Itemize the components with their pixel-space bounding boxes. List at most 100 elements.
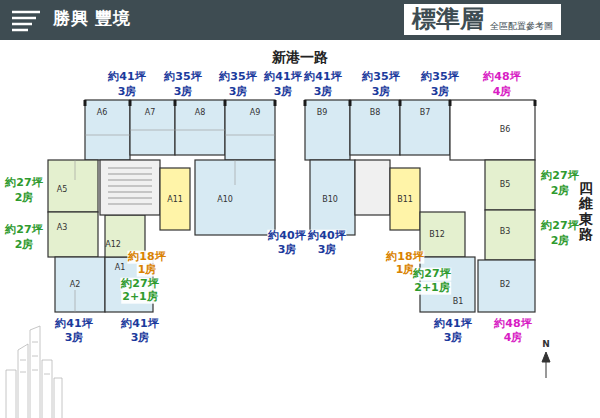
- unit-code: B9: [317, 108, 328, 117]
- unit-room: [225, 100, 275, 160]
- unit-room: [175, 100, 225, 155]
- unit-code: A12: [105, 240, 121, 249]
- north-arrow: [542, 352, 550, 378]
- unit-area-label: 約41坪: [121, 318, 158, 331]
- logo-stroke: [12, 29, 28, 32]
- unit-code: A7: [145, 108, 156, 117]
- unit-area-label: 約41坪: [108, 71, 145, 84]
- unit-area-label: 約41坪: [55, 318, 92, 331]
- unit-room: [390, 168, 420, 230]
- unit-area-label: 2房: [551, 185, 570, 198]
- unit-room: [85, 100, 130, 160]
- unit-area-label: 約35坪: [421, 71, 458, 84]
- unit-area-label: 約41坪: [304, 71, 341, 84]
- building-outline: [6, 326, 62, 418]
- unit-code: A2: [70, 280, 81, 289]
- logo-icon: [12, 12, 40, 30]
- column: [305, 100, 535, 106]
- columns: [85, 100, 535, 106]
- unit-area-label: 2+1房: [413, 282, 451, 295]
- unit-area-label: 3房: [118, 86, 137, 99]
- unit-room: [478, 260, 535, 312]
- unit-room: [130, 100, 175, 155]
- unit-room: [48, 212, 98, 257]
- unit-area-label: 2房: [15, 192, 34, 205]
- unit-area-label: 3房: [274, 86, 293, 99]
- unit-code: A3: [57, 223, 68, 232]
- unit-room: [55, 257, 105, 312]
- unit-code: A5: [57, 185, 68, 194]
- wall: [85, 130, 275, 135]
- logo-stroke: [12, 23, 32, 26]
- unit-area-label: 3房: [431, 86, 450, 99]
- road-name: 四維東路: [579, 181, 593, 243]
- core: [355, 160, 390, 215]
- unit-area-label: 約18坪: [127, 251, 166, 264]
- unit-area-label: 約35坪: [219, 71, 256, 84]
- unit-code: A1: [115, 263, 126, 272]
- unit-area-label: 約27坪: [5, 177, 42, 190]
- unit-area-label: 3房: [277, 244, 298, 257]
- unit-code: B7: [420, 108, 431, 117]
- unit-code: B6: [500, 125, 511, 134]
- unit-room: [160, 168, 190, 230]
- unit-area-label: 約27坪: [120, 278, 159, 291]
- unit-area-label: 3房: [131, 332, 150, 345]
- logo-stroke: [12, 17, 36, 20]
- unit-area-label: 約35坪: [362, 71, 399, 84]
- unit-area-label: 3房: [314, 86, 333, 99]
- unit-room: [450, 100, 535, 160]
- unit-code: B2: [500, 280, 511, 289]
- road-name: 新港一路: [272, 49, 328, 65]
- logo-stroke: [12, 11, 40, 14]
- unit-area-label: 2+1房: [121, 291, 159, 304]
- unit-code: B5: [500, 180, 511, 189]
- unit-code: A9: [250, 108, 261, 117]
- unit-code: B11: [397, 195, 413, 204]
- unit-area-label: 約41坪: [264, 71, 301, 84]
- unit-area-label: 2房: [15, 239, 34, 252]
- unit-area-label: 約40坪: [267, 230, 306, 243]
- right-tower: [305, 100, 535, 312]
- unit-area-label: 約48坪: [483, 71, 520, 84]
- unit-room: [305, 100, 350, 160]
- left-tower: [48, 100, 275, 312]
- unit-room: [350, 100, 400, 155]
- north-label: N: [542, 339, 550, 349]
- unit-room: [310, 160, 355, 235]
- unit-area-label: 約27坪: [541, 220, 578, 233]
- unit-room: [420, 212, 465, 257]
- unit-area-label: 約41坪: [434, 318, 471, 331]
- title-text: 標準層: [412, 6, 484, 32]
- unit-area-label: 3房: [174, 86, 193, 99]
- unit-area-label: 約48坪: [494, 318, 531, 331]
- unit-code: A11: [167, 195, 183, 204]
- wall: [75, 160, 500, 312]
- unit-area-label: 2房: [551, 235, 570, 248]
- unit-code: A6: [97, 108, 108, 117]
- building-window: [20, 342, 50, 374]
- unit-area-label: 約35坪: [164, 71, 201, 84]
- unit-room: [485, 160, 535, 210]
- core: [100, 160, 160, 215]
- column: [85, 100, 275, 106]
- unit-area-label: 約27坪: [541, 170, 578, 183]
- unit-area-label: 約27坪: [412, 268, 451, 281]
- subtitle-text: 全區配置參考圖: [490, 20, 553, 33]
- unit-area-label: 4房: [504, 332, 523, 345]
- unit-room: [48, 160, 98, 212]
- unit-code: A10: [217, 195, 233, 204]
- unit-area-label: 約40坪: [307, 230, 346, 243]
- stair-lines: [108, 168, 152, 204]
- unit-code: A8: [195, 108, 206, 117]
- unit-code: B8: [370, 108, 381, 117]
- brand-name: 勝興 豐境: [53, 9, 132, 29]
- unit-area-label: 3房: [317, 244, 338, 257]
- unit-room: [400, 100, 450, 155]
- unit-area-label: 3房: [444, 332, 463, 345]
- unit-room: [485, 210, 535, 260]
- header-band: [0, 0, 600, 40]
- title-box: 標準層全區配置參考圖: [404, 4, 561, 35]
- unit-area-label: 4房: [493, 86, 512, 99]
